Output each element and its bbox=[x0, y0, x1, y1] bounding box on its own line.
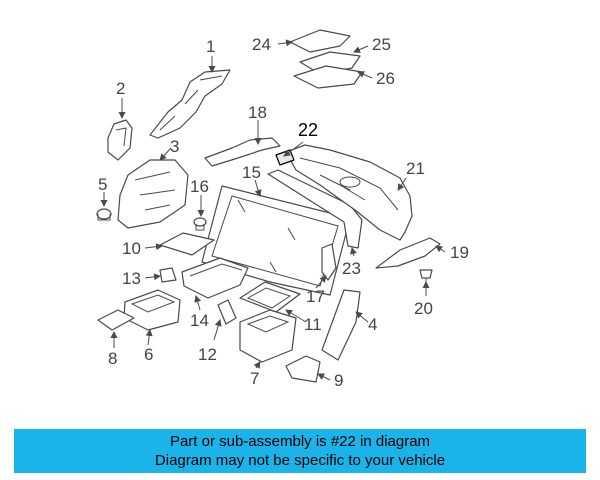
label-15: 15 bbox=[242, 163, 261, 182]
label-4: 4 bbox=[368, 315, 377, 334]
label-1: 1 bbox=[206, 37, 215, 56]
part-9-cover[interactable] bbox=[285, 355, 321, 383]
part-19-side-trim[interactable] bbox=[375, 237, 441, 269]
part-2-bracket[interactable] bbox=[107, 119, 133, 161]
label-7: 7 bbox=[250, 369, 259, 388]
label-26: 26 bbox=[376, 69, 395, 88]
label-19: 19 bbox=[450, 243, 469, 262]
part-26-seal[interactable] bbox=[293, 65, 363, 89]
label-18: 18 bbox=[248, 103, 267, 122]
label-9: 9 bbox=[334, 371, 343, 390]
label-24: 24 bbox=[252, 35, 271, 54]
part-13-latch[interactable] bbox=[159, 267, 177, 283]
label-8: 8 bbox=[108, 349, 117, 368]
part-6-storage-box[interactable] bbox=[123, 289, 181, 331]
part-24-cover[interactable] bbox=[289, 29, 351, 53]
part-14-armrest[interactable] bbox=[181, 257, 249, 299]
part-5-clip[interactable] bbox=[96, 208, 112, 221]
label-6: 6 bbox=[144, 345, 153, 364]
part-4-vertical-trim[interactable] bbox=[321, 289, 361, 361]
parts-diagram: 1 2 3 4 5 6 7 8 9 10 11 12 13 14 15 16 1… bbox=[96, 29, 469, 390]
label-21: 21 bbox=[406, 159, 425, 178]
label-13: 13 bbox=[122, 269, 141, 288]
label-25: 25 bbox=[372, 35, 391, 54]
part-23-trim-strip[interactable] bbox=[267, 169, 363, 249]
label-22-highlighted: 22 bbox=[298, 120, 318, 140]
part-1-trim-panel[interactable] bbox=[149, 69, 231, 139]
part-8-plate[interactable] bbox=[97, 309, 135, 331]
label-23: 23 bbox=[342, 259, 361, 278]
label-5: 5 bbox=[98, 175, 107, 194]
banner-line-part-number: Part or sub-assembly is #22 in diagram bbox=[169, 433, 431, 450]
part-11-tray[interactable] bbox=[239, 281, 301, 313]
label-14: 14 bbox=[190, 311, 209, 330]
part-16-fastener[interactable] bbox=[193, 217, 207, 231]
label-11: 11 bbox=[304, 315, 322, 334]
part-3-side-panel[interactable] bbox=[117, 159, 189, 229]
banner-line-disclaimer: Diagram may not be specific to your vehi… bbox=[154, 452, 446, 469]
info-banner: Part or sub-assembly is #22 in diagram D… bbox=[14, 429, 586, 473]
part-7-storage-bin[interactable] bbox=[239, 309, 297, 363]
part-18-shelf-trim[interactable] bbox=[204, 137, 281, 167]
part-10-tray-cover[interactable] bbox=[159, 232, 215, 256]
label-20: 20 bbox=[414, 299, 433, 318]
part-17-bracket[interactable] bbox=[321, 243, 337, 281]
part-12-clip[interactable] bbox=[217, 299, 237, 325]
label-17: 17 bbox=[306, 287, 325, 306]
label-10: 10 bbox=[122, 239, 141, 258]
label-16: 16 bbox=[190, 177, 209, 196]
label-3: 3 bbox=[170, 137, 179, 156]
label-2: 2 bbox=[116, 79, 125, 98]
label-12: 12 bbox=[198, 345, 217, 364]
part-21-deck-panel[interactable] bbox=[285, 144, 413, 241]
